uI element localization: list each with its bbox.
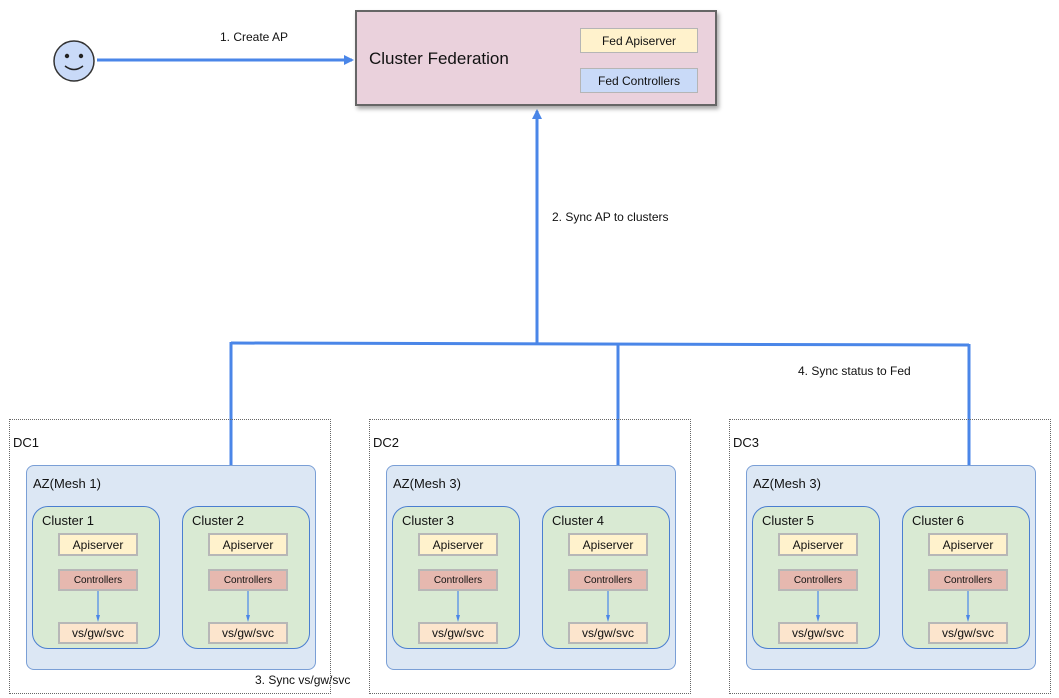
cluster-name: Cluster 1	[42, 513, 95, 528]
step-3-label: 3. Sync vs/gw/svc	[255, 673, 351, 687]
resources-box: vs/gw/svc	[568, 622, 648, 644]
apiserver-box: Apiserver	[928, 533, 1008, 556]
apiserver-box: Apiserver	[58, 533, 138, 556]
arrow-bus	[230, 341, 970, 347]
az-container: AZ(Mesh 1) Cluster 1 Apiserver Controlle…	[26, 465, 316, 670]
step-1-label: 1. Create AP	[220, 30, 289, 44]
fed-controllers-box: Fed Controllers	[580, 68, 698, 93]
apiserver-box: Apiserver	[208, 533, 288, 556]
controllers-to-resources-arrow	[96, 591, 100, 622]
dc-name: DC1	[13, 435, 40, 450]
resources-box: vs/gw/svc	[418, 622, 498, 644]
datacenter-dc2: DC2 AZ(Mesh 3) Cluster 3 Apiserver Contr…	[369, 419, 691, 694]
controllers-box: Controllers	[418, 569, 498, 591]
cluster-federation: Cluster Federation Fed Apiserver Fed Con…	[355, 10, 717, 106]
az-container: AZ(Mesh 3) Cluster 5 Apiserver Controlle…	[746, 465, 1036, 670]
cluster-2: Cluster 2 Apiserver Controllers vs/gw/sv…	[182, 506, 310, 649]
az-name: AZ(Mesh 3)	[393, 476, 461, 491]
cluster-name: Cluster 4	[552, 513, 605, 528]
apiserver-box: Apiserver	[418, 533, 498, 556]
az-container: AZ(Mesh 3) Cluster 3 Apiserver Controlle…	[386, 465, 676, 670]
controllers-box: Controllers	[58, 569, 138, 591]
step-2-label: 2. Sync AP to clusters	[552, 210, 669, 224]
step-4-label: 4. Sync status to Fed	[798, 364, 911, 378]
controllers-to-resources-arrow	[246, 591, 250, 622]
controllers-box: Controllers	[928, 569, 1008, 591]
cluster-6: Cluster 6 Apiserver Controllers vs/gw/sv…	[902, 506, 1030, 649]
resources-box: vs/gw/svc	[208, 622, 288, 644]
controllers-to-resources-arrow	[966, 591, 970, 622]
controllers-box: Controllers	[568, 569, 648, 591]
cluster-name: Cluster 2	[192, 513, 245, 528]
fed-apiserver-box: Fed Apiserver	[580, 28, 698, 53]
cluster-4: Cluster 4 Apiserver Controllers vs/gw/sv…	[542, 506, 670, 649]
datacenter-dc1: DC1 AZ(Mesh 1) Cluster 1 Apiserver Contr…	[9, 419, 331, 694]
apiserver-box: Apiserver	[778, 533, 858, 556]
cluster-name: Cluster 6	[912, 513, 965, 528]
az-name: AZ(Mesh 1)	[33, 476, 101, 491]
cluster-3: Cluster 3 Apiserver Controllers vs/gw/sv…	[392, 506, 520, 649]
cluster-5: Cluster 5 Apiserver Controllers vs/gw/sv…	[752, 506, 880, 649]
dc-name: DC2	[373, 435, 400, 450]
resources-box: vs/gw/svc	[778, 622, 858, 644]
controllers-box: Controllers	[778, 569, 858, 591]
smiley-face-icon	[52, 39, 96, 83]
cluster-name: Cluster 3	[402, 513, 455, 528]
controllers-to-resources-arrow	[606, 591, 610, 622]
controllers-to-resources-arrow	[456, 591, 460, 622]
federation-title: Cluster Federation	[369, 49, 509, 68]
apiserver-box: Apiserver	[568, 533, 648, 556]
controllers-box: Controllers	[208, 569, 288, 591]
cluster-name: Cluster 5	[762, 513, 815, 528]
cluster-1: Cluster 1 Apiserver Controllers vs/gw/sv…	[32, 506, 160, 649]
dc-name: DC3	[733, 435, 760, 450]
resources-box: vs/gw/svc	[58, 622, 138, 644]
az-name: AZ(Mesh 3)	[753, 476, 821, 491]
controllers-to-resources-arrow	[816, 591, 820, 622]
resources-box: vs/gw/svc	[928, 622, 1008, 644]
datacenter-dc3: DC3 AZ(Mesh 3) Cluster 5 Apiserver Contr…	[729, 419, 1051, 694]
